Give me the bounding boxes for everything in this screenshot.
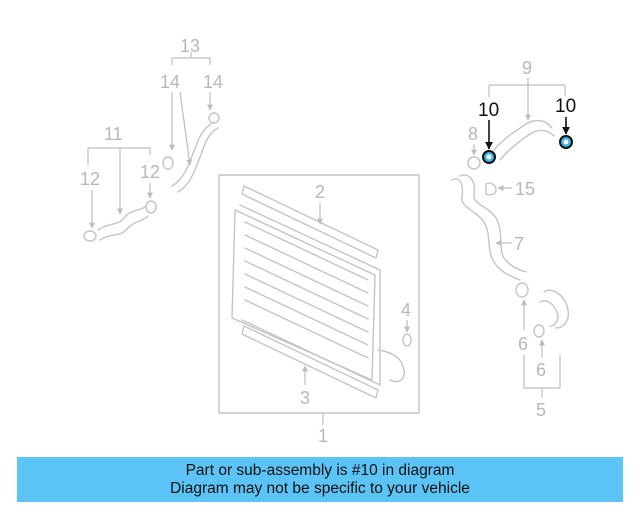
info-banner: Part or sub-assembly is #10 in diagram D… [17, 457, 623, 502]
callout-1: 1 [318, 426, 328, 446]
callout-9: 9 [522, 58, 532, 78]
clamp-10-left-hole [486, 154, 492, 160]
banner-line-1: Part or sub-assembly is #10 in diagram [185, 462, 455, 479]
right-hose-group [451, 119, 570, 338]
callout-2: 2 [315, 182, 325, 202]
parts-diagram: 13 14 14 11 12 12 2 4 3 1 9 10 10 8 15 7… [80, 36, 576, 446]
callout-15: 15 [515, 179, 535, 199]
callout-11: 11 [104, 124, 123, 144]
callout-6-right: 6 [536, 360, 546, 380]
highlighted-part-10[interactable] [482, 135, 573, 164]
callout-10-left: 10 [478, 100, 499, 121]
intercooler-assembly [218, 174, 420, 414]
callout-5: 5 [536, 400, 546, 420]
callout-12-left: 12 [80, 169, 100, 189]
callout-10-right: 10 [555, 96, 576, 117]
callout-14-right: 14 [203, 72, 223, 92]
callout-4: 4 [401, 300, 411, 320]
callout-7: 7 [514, 234, 524, 254]
banner-line-2: Diagram may not be specific to your vehi… [170, 480, 470, 497]
callout-6-left: 6 [518, 334, 528, 354]
callout-14-left: 14 [160, 72, 180, 92]
clamp-10-right-hole [563, 139, 569, 145]
leader-lines [87, 52, 570, 425]
callout-13: 13 [180, 36, 200, 56]
callout-8: 8 [468, 124, 478, 144]
callout-3: 3 [300, 388, 310, 408]
callout-labels: 13 14 14 11 12 12 2 4 3 1 9 10 10 8 15 7… [80, 36, 576, 446]
left-hose-group [83, 112, 220, 242]
callout-12-right: 12 [140, 162, 160, 182]
